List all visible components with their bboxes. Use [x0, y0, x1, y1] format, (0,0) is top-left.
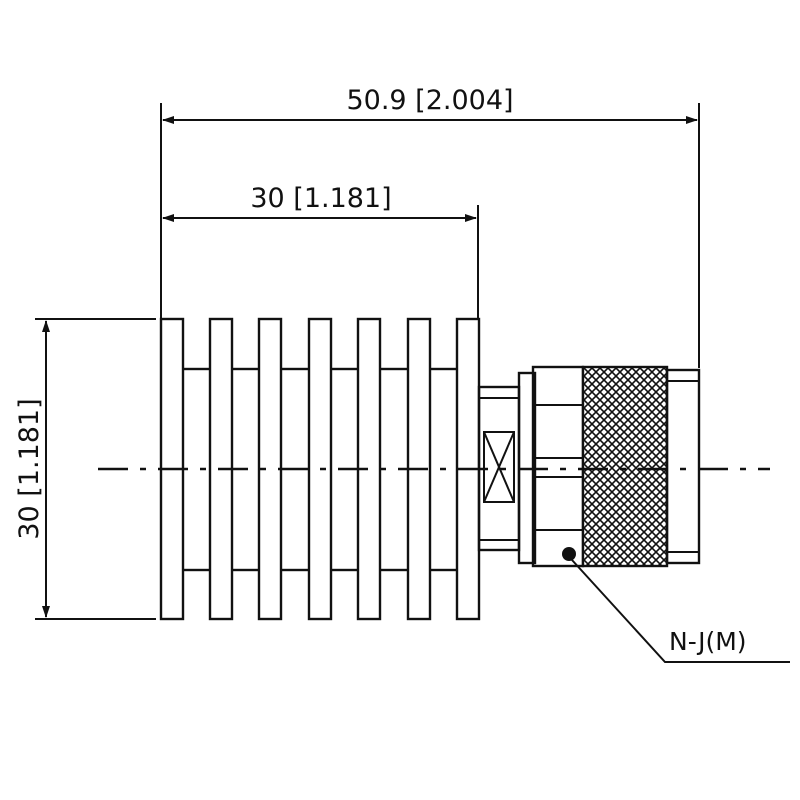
knurled-surface — [581, 365, 669, 568]
body-height-label: 30 [1.181] — [14, 398, 45, 539]
connector-type-label: N-J(M) — [669, 627, 747, 656]
connector-tip — [665, 368, 701, 565]
connector-callout: N-J(M) — [571, 559, 790, 663]
coupling-hex — [517, 365, 585, 568]
body-length-dimension: 30 [1.181] — [162, 183, 479, 318]
overall-length-dimension: 50.9 [2.004] — [160, 85, 700, 368]
leader-line — [571, 559, 790, 663]
tip-body — [665, 368, 701, 565]
locking-pin-dot — [562, 547, 576, 561]
knurled-nut — [581, 365, 669, 568]
overall-length-label: 50.9 [2.004] — [346, 85, 513, 116]
hex-main — [531, 365, 585, 568]
body-height-dimension: 30 [1.181] — [14, 318, 156, 620]
wrench-flat-box — [483, 431, 515, 503]
wrench-flat-cross-b — [483, 431, 515, 503]
body-length-label: 30 [1.181] — [250, 183, 391, 214]
